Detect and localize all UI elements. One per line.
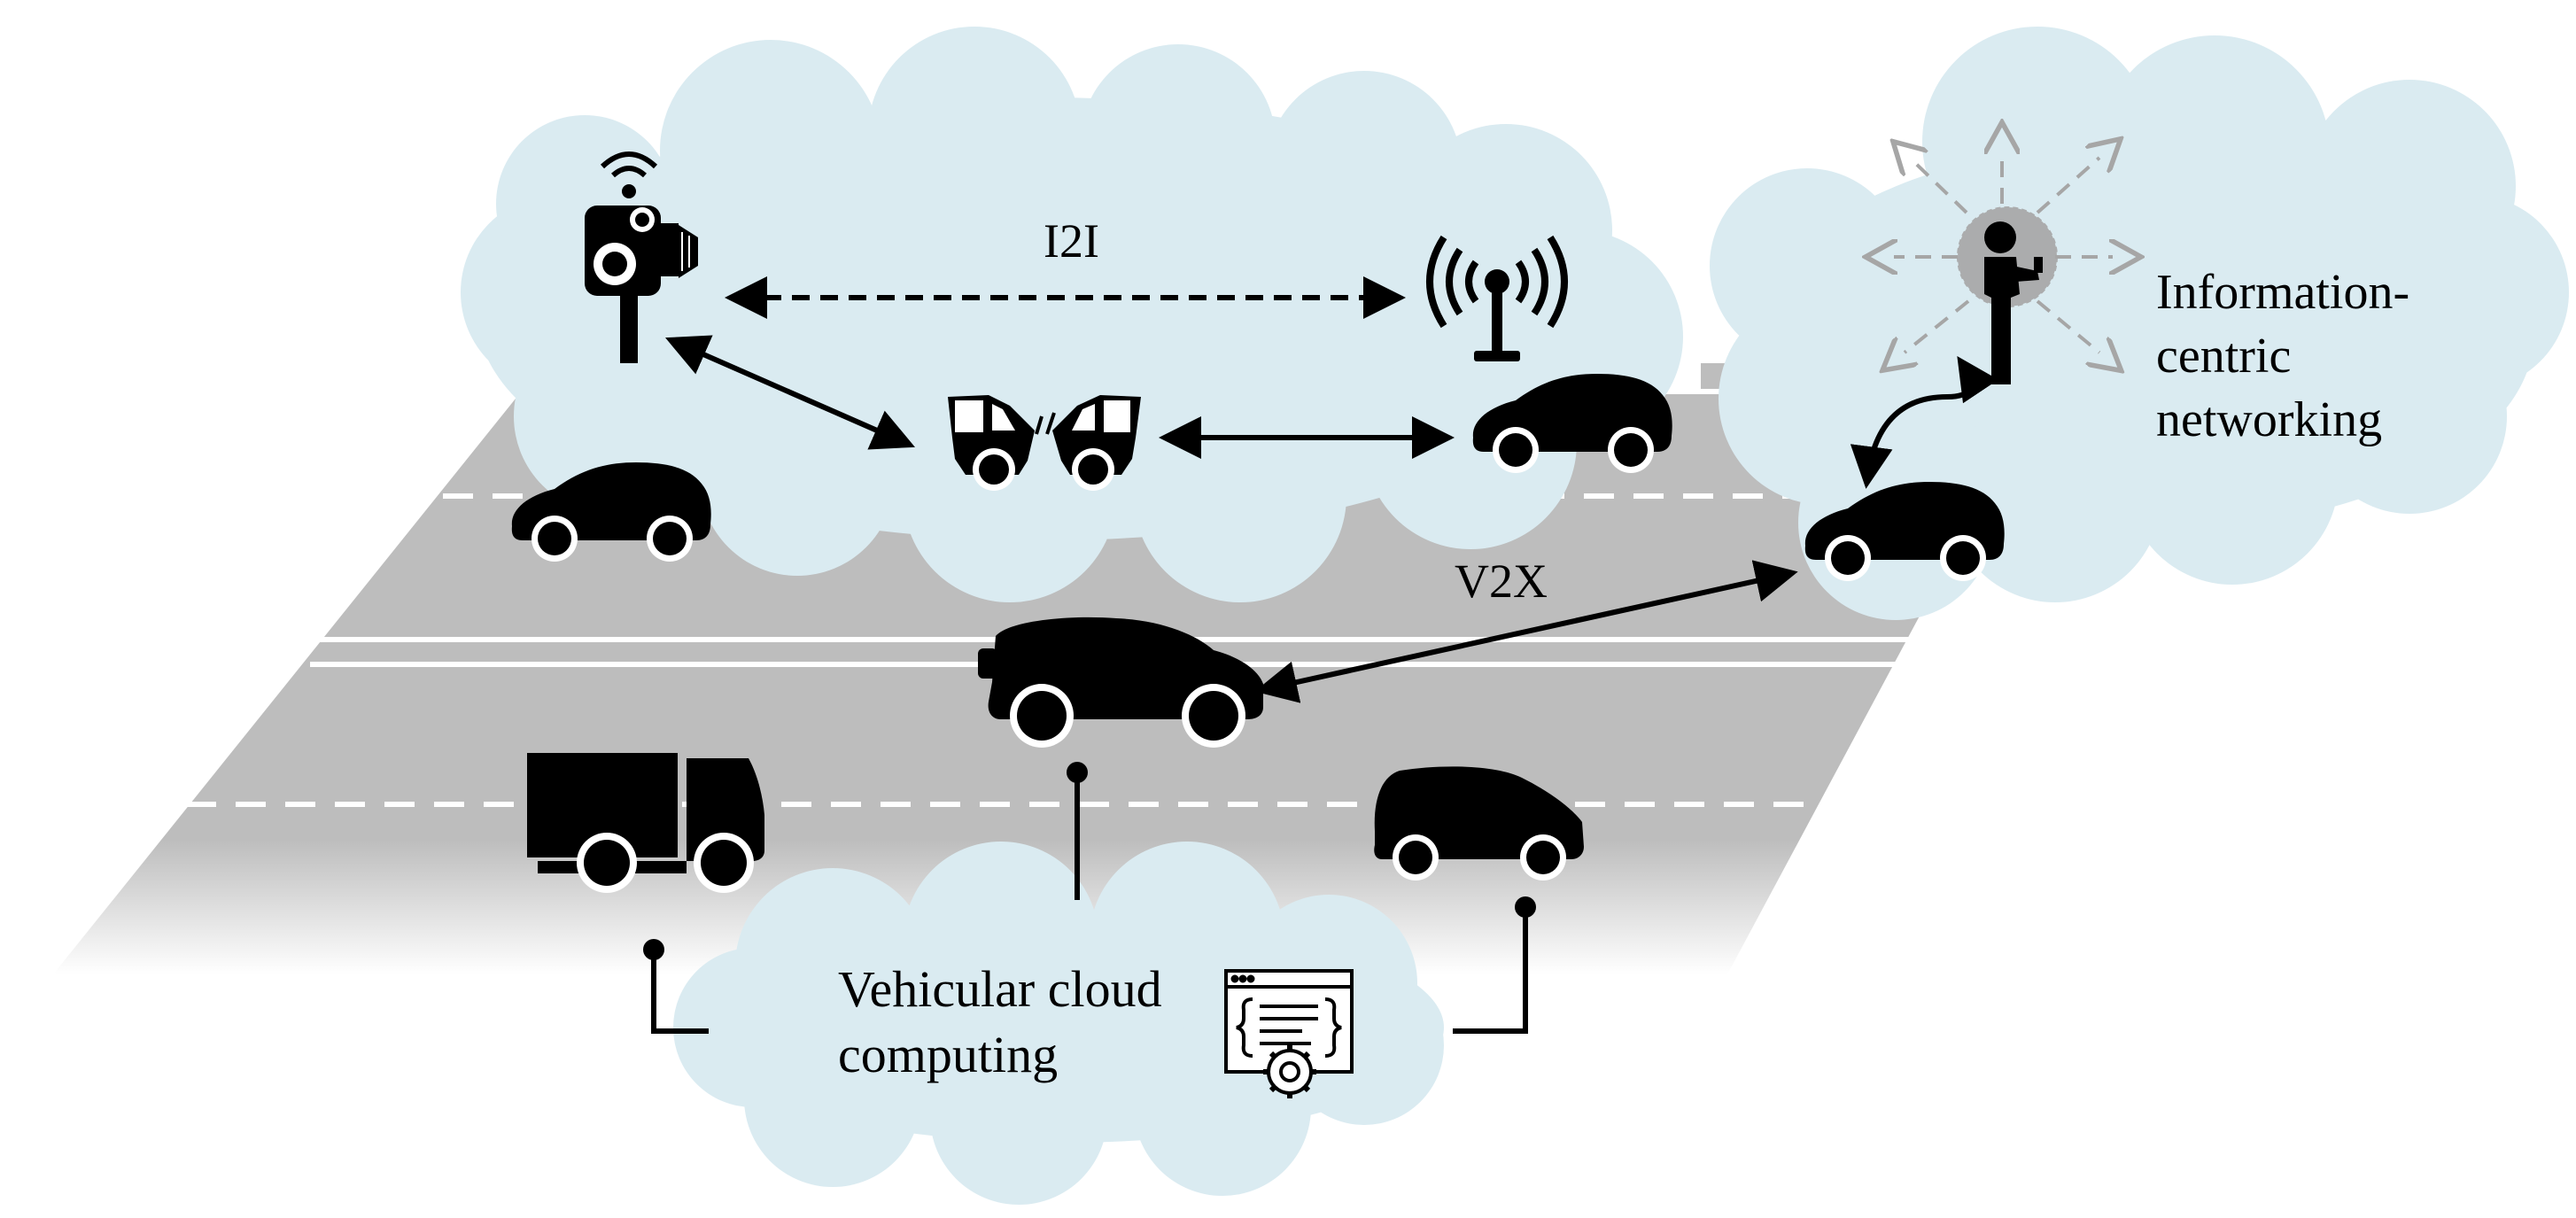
icn-label-line1: Information- [2156, 265, 2409, 320]
icn-label-line2: centric [2156, 329, 2291, 384]
vcc-label-line1: Vehicular cloud [838, 960, 1162, 1018]
car-collision-icon [948, 395, 1141, 491]
truck-icon [527, 753, 764, 893]
cloud-application-gear-icon [1224, 969, 1354, 1098]
vcc-label-line2: computing [838, 1026, 1058, 1083]
v2x-label: V2X [1455, 555, 1548, 608]
arrows [665, 276, 1998, 703]
radio-antenna-icon [1426, 235, 1568, 361]
cloud-connectors [643, 762, 1536, 1034]
icn-label-line3: networking [2156, 392, 2382, 447]
camera-crash-arrow [665, 335, 915, 450]
speed-camera-wifi-icon [585, 151, 698, 363]
person-with-phone-icon [1894, 151, 2113, 384]
icn-arrow [1850, 356, 1998, 489]
v2x-arrow [1254, 560, 1798, 703]
i2i-label: I2I [1044, 214, 1099, 268]
